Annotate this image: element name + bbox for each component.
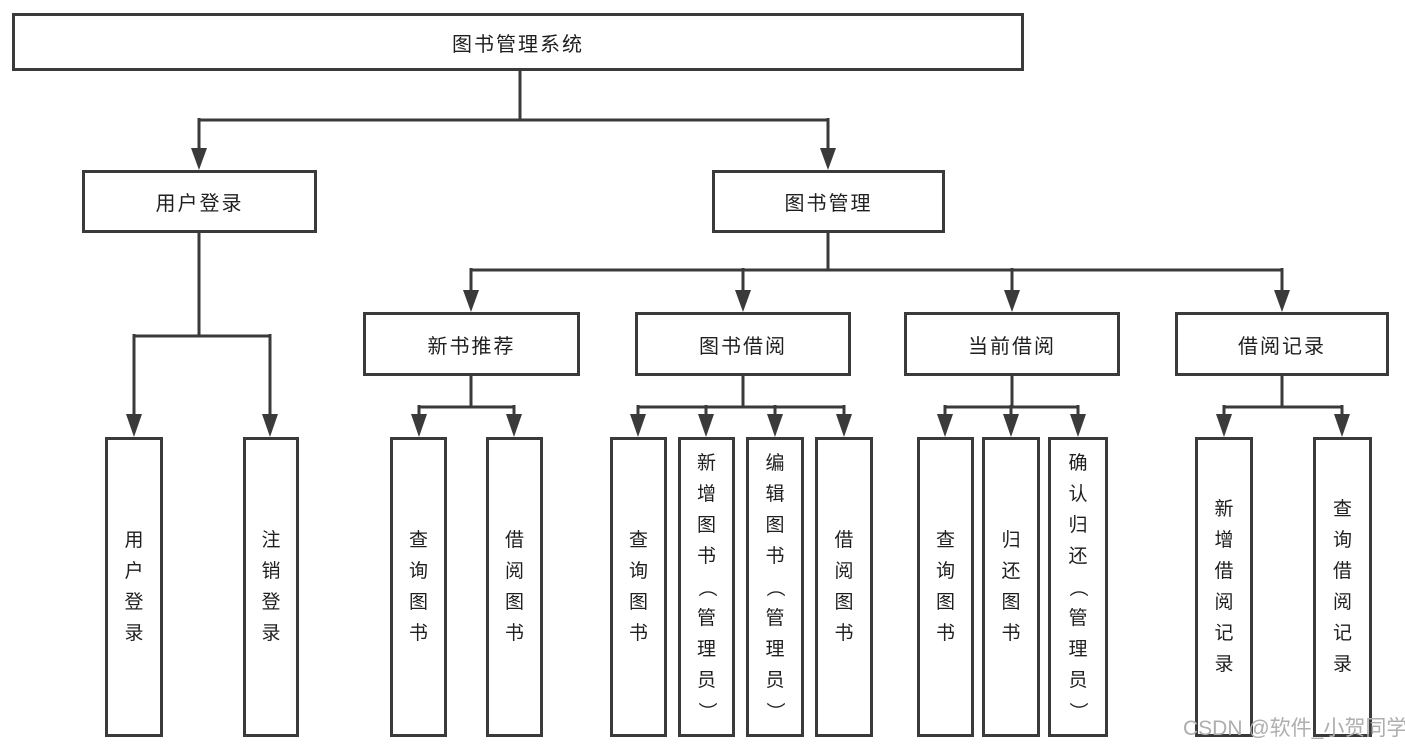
node-label: 编辑图书（管理员） [764, 452, 786, 721]
leaf-edit-book-admin: 编辑图书（管理员） [746, 437, 804, 737]
node-label: 归还图书 [1001, 530, 1021, 644]
node-label: 用户登录 [155, 193, 244, 215]
node-book-borrowing: 图书借阅 [635, 312, 851, 376]
node-label: 查询图书 [935, 530, 955, 644]
node-current-borrowing: 当前借阅 [904, 312, 1120, 376]
leaf-return-book: 归还图书 [982, 437, 1040, 737]
leaf-query-books-newbooks: 查询图书 [390, 437, 447, 737]
node-label: 图书管理 [784, 193, 873, 215]
leaf-query-books-current: 查询图书 [917, 437, 974, 737]
node-label: 新书推荐 [427, 335, 516, 358]
node-label: 查询借阅记录 [1332, 499, 1352, 675]
node-book-management: 图书管理 [712, 170, 945, 233]
node-user-login: 用户登录 [82, 170, 317, 233]
leaf-add-borrow-record: 新增借阅记录 [1195, 437, 1253, 737]
node-library-management-system: 图书管理系统 [12, 13, 1024, 71]
csdn-watermark: CSDN @软件_小贺同学 [1183, 717, 1405, 740]
leaf-query-borrow-record: 查询借阅记录 [1313, 437, 1372, 737]
node-label: 图书管理系统 [452, 33, 584, 56]
leaf-query-books-borrowing: 查询图书 [610, 437, 667, 737]
node-label: 新增图书（管理员） [695, 452, 717, 721]
leaf-confirm-return-admin: 确认归还（管理员） [1048, 437, 1108, 737]
node-label: 查询图书 [408, 530, 428, 644]
node-label: 借阅记录 [1238, 335, 1326, 358]
node-label: 查询图书 [628, 530, 648, 644]
node-label: 确认归还（管理员） [1067, 452, 1089, 721]
node-label: 新增借阅记录 [1214, 499, 1234, 675]
arrowheads [126, 148, 1350, 437]
leaf-add-book-admin: 新增图书（管理员） [678, 437, 735, 737]
node-label: 注销登录 [261, 530, 281, 644]
leaf-borrow-books-borrowing: 借阅图书 [815, 437, 873, 737]
node-label: 当前借阅 [968, 335, 1056, 358]
connector-stems [132, 71, 1344, 419]
node-label: 借阅图书 [834, 530, 854, 644]
node-borrowing-records: 借阅记录 [1175, 312, 1389, 376]
node-label: 图书借阅 [699, 335, 787, 358]
node-label: 用户登录 [124, 530, 144, 644]
node-label: 借阅图书 [504, 530, 524, 644]
leaf-borrow-books-newbooks: 借阅图书 [486, 437, 543, 737]
node-new-book-recommend: 新书推荐 [363, 312, 580, 376]
leaf-user-login: 用户登录 [105, 437, 163, 737]
leaf-logout: 注销登录 [243, 437, 299, 737]
